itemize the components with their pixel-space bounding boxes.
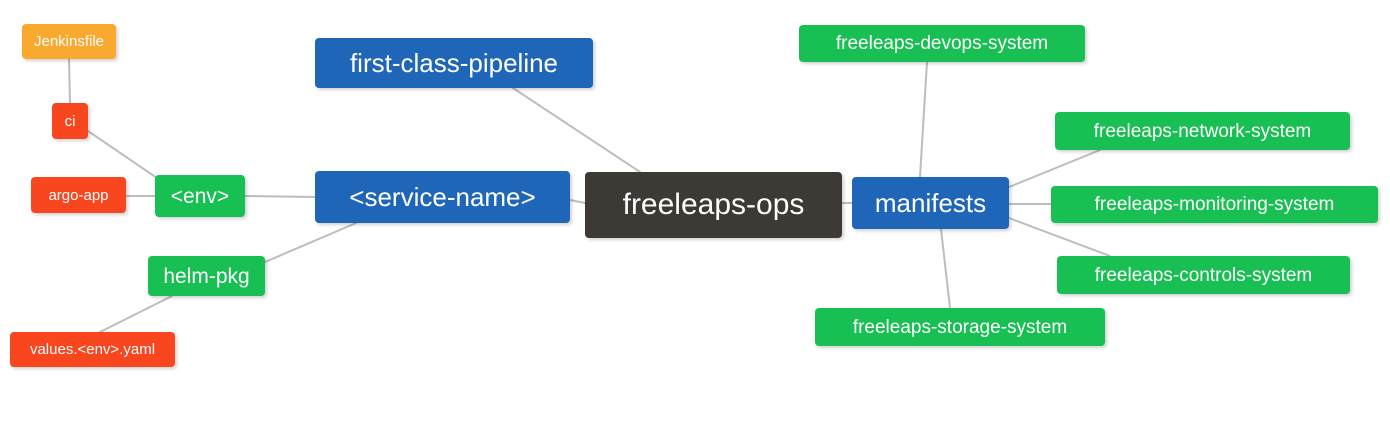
mindmap-node-label-monitoring: freeleaps-monitoring-system [1094,194,1335,215]
mindmap-node-label-manifests: manifests [874,188,987,218]
mindmap-node-label-values-yaml: values.<env>.yaml [29,341,156,358]
mindmap-node-label-root: freeleaps-ops [622,188,805,221]
mindmap-edge-env-to-service-name [244,195,316,198]
mindmap-node-manifests[interactable]: manifests [852,177,1009,229]
mindmap-node-argo-app[interactable]: argo-app [31,177,126,213]
mindmap-edge-manifests-to-storage [940,228,951,309]
mindmap-node-label-env: <env> [170,184,230,208]
mindmap-node-label-storage: freeleaps-storage-system [852,316,1068,338]
mindmap-node-label-helm-pkg: helm-pkg [163,264,250,288]
mindmap-node-values-yaml[interactable]: values.<env>.yaml [10,332,175,367]
mindmap-node-jenkinsfile[interactable]: Jenkinsfile [22,24,116,59]
mindmap-node-storage[interactable]: freeleaps-storage-system [815,308,1105,346]
mindmap-edge-manifests-to-network [1008,149,1101,188]
mindmap-node-label-network: freeleaps-network-system [1093,120,1312,142]
mindmap-edge-helm-pkg-to-values-yaml [99,295,173,333]
mindmap-node-root[interactable]: freeleaps-ops [585,172,842,238]
mindmap-edge-pipeline-to-root [512,87,641,173]
mindmap-edge-jenkinsfile-to-ci [68,58,71,104]
mindmap-edge-manifests-to-devops [919,61,928,178]
mindmap-edge-manifests-to-controls [1008,217,1111,257]
mindmap-node-controls[interactable]: freeleaps-controls-system [1057,256,1350,294]
mindmap-edge-service-name-to-root [569,199,586,204]
mindmap-node-label-service-name: <service-name> [349,182,536,212]
mindmap-node-label-ci: ci [64,112,76,130]
mindmap-node-label-controls: freeleaps-controls-system [1094,264,1313,286]
mindmap-node-label-argo-app: argo-app [48,186,109,204]
mindmap-node-helm-pkg[interactable]: helm-pkg [148,256,265,296]
mindmap-edge-service-name-to-helm-pkg [264,222,357,263]
mindmap-node-network[interactable]: freeleaps-network-system [1055,112,1350,150]
mindmap-node-service-name[interactable]: <service-name> [315,171,570,223]
mindmap-node-env[interactable]: <env> [155,175,245,217]
mindmap-node-ci[interactable]: ci [52,103,88,139]
mindmap-node-label-jenkinsfile: Jenkinsfile [33,33,105,50]
mindmap-node-devops[interactable]: freeleaps-devops-system [799,25,1085,62]
mindmap-edge-ci-to-env [87,130,158,179]
mindmap-node-label-pipeline: first-class-pipeline [349,48,559,78]
mindmap-node-label-devops: freeleaps-devops-system [835,33,1049,54]
mindmap-node-pipeline[interactable]: first-class-pipeline [315,38,593,88]
mindmap-node-monitoring[interactable]: freeleaps-monitoring-system [1051,186,1378,223]
